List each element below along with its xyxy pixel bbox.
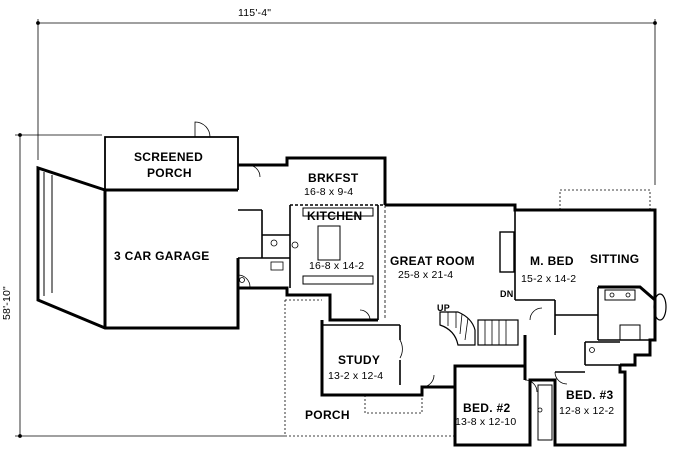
overall-depth-label: 58'-10" [1,286,13,320]
stairs-up-label: UP [437,303,450,313]
great-room-name: GREAT ROOM [390,254,475,268]
interior-walls [43,172,667,445]
bed2-name: BED. #2 [463,401,511,415]
bed3-name: BED. #3 [566,388,614,402]
great-room-dims: 25-8 x 21-4 [398,269,454,281]
porch-outlines [284,189,651,437]
overall-width-label: 115'-4" [238,7,272,19]
brkfst-name: BRKFST [308,171,359,185]
sitting-name: SITTING [590,252,640,266]
screened-porch-label-1: SCREENED [134,150,204,164]
brkfst-dims: 16-8 x 9-4 [304,186,354,198]
fixtures [239,239,631,413]
garage-name: 3 CAR GARAGE [114,249,210,263]
kitchen-dims: 16-8 x 14-2 [309,260,365,272]
master-bed-dims: 15-2 x 14-2 [521,273,577,285]
bed2-dims: 13-8 x 12-10 [455,416,517,428]
stairs-down-label: DN [500,289,514,299]
porch-name: PORCH [305,408,350,422]
study-dims: 13-2 x 12-4 [328,370,384,382]
screened-porch-label-2: PORCH [147,166,192,180]
master-bed-name: M. BED [530,254,574,268]
doors [194,121,568,393]
study-name: STUDY [338,353,381,367]
bed3-dims: 12-8 x 12-2 [559,405,615,417]
dimension-lines [15,19,657,438]
kitchen-name: KITCHEN [307,209,363,223]
